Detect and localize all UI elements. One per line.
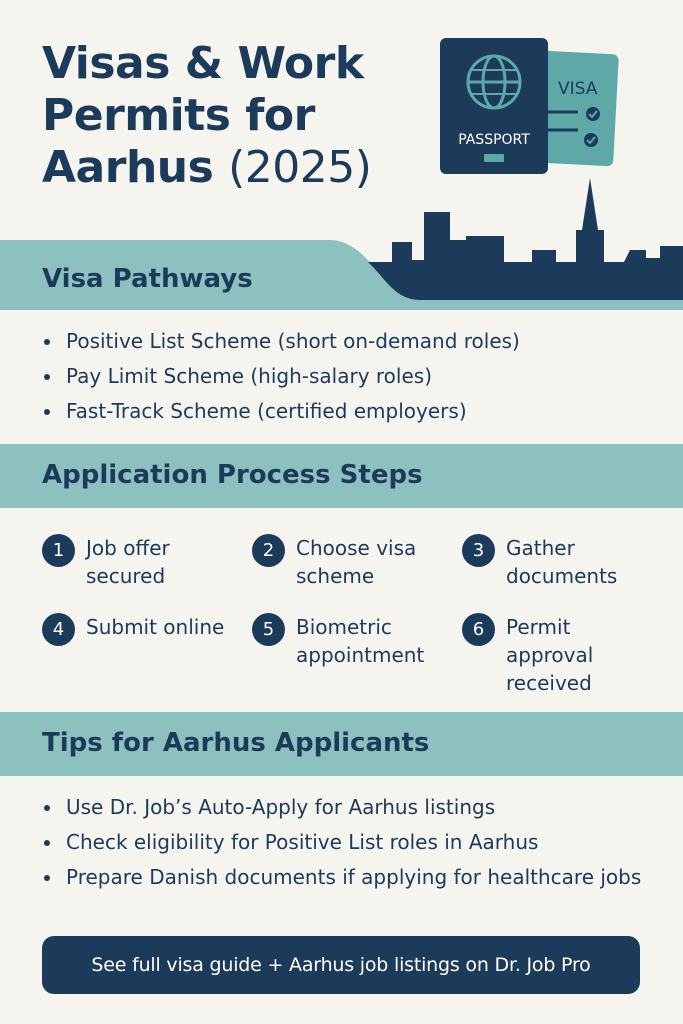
section-band-tips: Tips for Aarhus Applicants bbox=[0, 712, 683, 776]
cta-label: See full visa guide + Aarhus job listing… bbox=[91, 954, 591, 976]
list-item: Positive List Scheme (short on-demand ro… bbox=[42, 327, 520, 355]
section-band-process: Application Process Steps bbox=[0, 444, 683, 508]
list-item: Pay Limit Scheme (high-salary roles) bbox=[42, 362, 520, 390]
step-number-badge: 1 bbox=[42, 534, 75, 567]
step-label: Job offer secured bbox=[86, 536, 170, 588]
section-title-process: Application Process Steps bbox=[42, 460, 423, 490]
step-number-badge: 2 bbox=[252, 534, 285, 567]
process-step-4: 4 Submit online bbox=[42, 613, 246, 646]
section-title-pathways: Visa Pathways bbox=[42, 264, 253, 294]
step-label: Biometric appointment bbox=[296, 615, 425, 667]
hero-header: VISA PASSPORT Visas & Work Permits for A… bbox=[0, 0, 683, 310]
svg-text:VISA: VISA bbox=[558, 79, 598, 99]
step-number-badge: 4 bbox=[42, 613, 75, 646]
title-year: (2025) bbox=[228, 142, 372, 193]
step-label: Gather documents bbox=[506, 536, 618, 588]
list-item: Use Dr. Job’s Auto-Apply for Aarhus list… bbox=[42, 793, 642, 821]
list-item: Prepare Danish documents if applying for… bbox=[42, 863, 642, 891]
step-number-badge: 5 bbox=[252, 613, 285, 646]
tips-list: Use Dr. Job’s Auto-Apply for Aarhus list… bbox=[42, 793, 642, 898]
process-step-2: 2 Choose visa scheme bbox=[252, 534, 436, 590]
step-number-badge: 6 bbox=[462, 613, 495, 646]
pathways-list: Positive List Scheme (short on-demand ro… bbox=[42, 327, 520, 432]
list-item: Fast-Track Scheme (certified employers) bbox=[42, 397, 520, 425]
process-step-1: 1 Job offer secured bbox=[42, 534, 206, 590]
process-step-6: 6 Permit approval received bbox=[462, 613, 616, 697]
list-item: Check eligibility for Positive List role… bbox=[42, 828, 642, 856]
process-step-5: 5 Biometric appointment bbox=[252, 613, 446, 669]
city-skyline-icon bbox=[368, 178, 683, 300]
section-title-tips: Tips for Aarhus Applicants bbox=[42, 728, 430, 758]
process-step-3: 3 Gather documents bbox=[462, 534, 636, 590]
svg-text:PASSPORT: PASSPORT bbox=[458, 132, 530, 148]
hero-illustration: VISA PASSPORT bbox=[0, 38, 683, 310]
step-label: Choose visa scheme bbox=[296, 536, 417, 588]
step-label: Permit approval received bbox=[506, 615, 594, 695]
step-number-badge: 3 bbox=[462, 534, 495, 567]
step-label: Submit online bbox=[86, 615, 225, 639]
page-title: Visas & Work Permits for Aarhus (2025) bbox=[42, 38, 372, 193]
cta-button[interactable]: See full visa guide + Aarhus job listing… bbox=[42, 936, 640, 994]
passport-icon: PASSPORT bbox=[440, 38, 548, 174]
